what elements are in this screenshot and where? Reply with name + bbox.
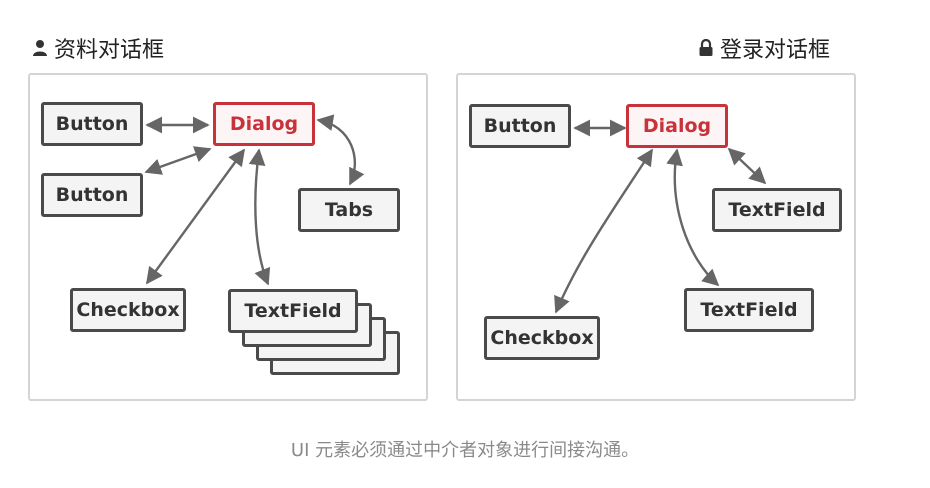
right-checkbox-label: Checkbox bbox=[490, 327, 594, 349]
lock-icon bbox=[698, 39, 714, 57]
arrow-button2-dialog bbox=[144, 146, 212, 175]
left-button-label-1: Button bbox=[55, 113, 129, 135]
right-button-label: Button bbox=[483, 115, 557, 137]
right-textfield-label-1: TextField bbox=[728, 199, 826, 221]
right-textfield-node-2: TextField bbox=[684, 288, 814, 332]
figure-caption: UI 元素必须通过中介者对象进行间接沟通。 bbox=[290, 440, 640, 461]
left-panel-title: 资料对话框 bbox=[32, 32, 164, 64]
left-dialog-label: Dialog bbox=[229, 113, 299, 135]
left-checkbox-label: Checkbox bbox=[76, 299, 180, 321]
arrow-dialog-checkbox bbox=[146, 148, 245, 285]
arrow-dialog-textfield1-right bbox=[727, 147, 767, 185]
left-dialog-node: Dialog bbox=[213, 102, 315, 146]
right-dialog-node: Dialog bbox=[626, 104, 728, 148]
right-button-node: Button bbox=[469, 104, 571, 148]
left-button-label-2: Button bbox=[55, 184, 129, 206]
right-panel-title: 登录对话框 bbox=[698, 32, 830, 64]
user-icon bbox=[32, 39, 48, 57]
left-textfield-node: TextField bbox=[228, 289, 358, 333]
arrow-dialog-textfield bbox=[248, 148, 271, 286]
right-panel-title-text: 登录对话框 bbox=[720, 38, 831, 63]
left-tabs-node: Tabs bbox=[298, 188, 400, 232]
left-checkbox-node: Checkbox bbox=[70, 288, 186, 332]
left-panel-title-text: 资料对话框 bbox=[54, 38, 165, 63]
right-textfield-label-2: TextField bbox=[700, 299, 798, 321]
right-textfield-node-1: TextField bbox=[712, 188, 842, 232]
arrow-dialog-textfield2-right bbox=[666, 148, 720, 287]
right-checkbox-node: Checkbox bbox=[484, 316, 600, 360]
right-dialog-label: Dialog bbox=[642, 115, 712, 137]
left-textfield-label: TextField bbox=[244, 300, 342, 322]
arrow-dialog-tabs bbox=[316, 114, 365, 186]
left-button-node-1: Button bbox=[41, 102, 143, 146]
arrow-dialog-checkbox-right bbox=[554, 148, 654, 314]
left-tabs-label: Tabs bbox=[324, 199, 374, 221]
left-button-node-2: Button bbox=[41, 173, 143, 217]
